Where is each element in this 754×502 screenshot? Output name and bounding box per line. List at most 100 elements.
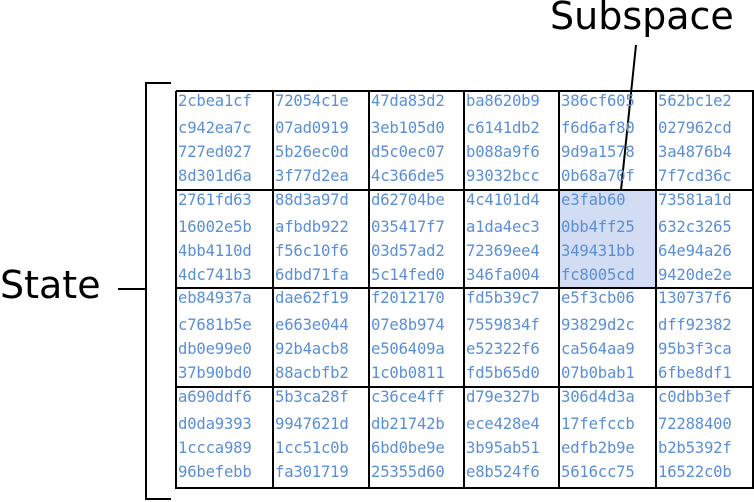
hex-value: 4dc741b3 (178, 266, 252, 284)
hex-value: 95b3f3ca (658, 340, 732, 358)
grid-horizontal-line (176, 487, 754, 489)
hex-value: 7559834f (466, 316, 540, 334)
hex-value: c6141db2 (466, 119, 540, 137)
hex-value: 6dbd71fa (275, 266, 349, 284)
hex-value: c7681b5e (178, 316, 252, 334)
hex-value: 96befebb (178, 463, 252, 481)
hex-value: 37b90bd0 (178, 364, 252, 382)
hex-value: 1c0b0811 (371, 364, 445, 382)
hex-value: 2cbea1cf (178, 92, 252, 110)
hex-value: 9420de2e (658, 266, 732, 284)
hex-value: fc8005cd (561, 266, 635, 284)
hex-value: 4bb4110d (178, 242, 252, 260)
grid-cell: 386cf605 f6d6af80 9d9a1578 0b68a70f (559, 91, 656, 190)
hex-value: 92b4acb8 (275, 340, 349, 358)
hex-value: f6d6af80 (561, 119, 635, 137)
grid-cell: fd5b39c7 7559834f e52322f6 fd5b65d0 (464, 288, 559, 387)
hex-value: 9947621d (275, 415, 349, 433)
hex-value: e5f3cb06 (561, 289, 635, 307)
hex-value: ece428e4 (466, 415, 540, 433)
grid-horizontal-line (176, 189, 754, 191)
hex-value: 035417f7 (371, 218, 445, 236)
hex-value: d5c0ec07 (371, 143, 445, 161)
hex-value: 562bc1e2 (658, 92, 732, 110)
hex-value: 16002e5b (178, 218, 252, 236)
hex-value: 0bb4ff25 (561, 218, 635, 236)
hex-value: 72369ee4 (466, 242, 540, 260)
hex-value: 16522c0b (658, 463, 732, 481)
grid-cell: 5b3ca28f 9947621d 1cc51c0b fa301719 (273, 387, 369, 489)
hex-value: dff92382 (658, 316, 732, 334)
grid-vertical-line (558, 91, 560, 489)
hex-value: 4c4101d4 (466, 191, 540, 209)
hex-value: 17fefccb (561, 415, 635, 433)
hex-value: dae62f19 (275, 289, 349, 307)
hex-value: fd5b39c7 (466, 289, 540, 307)
hex-value: f56c10f6 (275, 242, 349, 260)
hex-value: 93032bcc (466, 167, 540, 185)
grid-vertical-line (368, 91, 370, 489)
hex-value: 130737f6 (658, 289, 732, 307)
hex-value: 9d9a1578 (561, 143, 635, 161)
hex-value: 306d4d3a (561, 388, 635, 406)
hex-value: 88acbfb2 (275, 364, 349, 382)
grid-vertical-line (655, 91, 657, 489)
hex-value: afbdb922 (275, 218, 349, 236)
hex-value: 8d301d6a (178, 167, 252, 185)
hex-value: c942ea7c (178, 119, 252, 137)
hex-value: 3eb105d0 (371, 119, 445, 137)
hex-value: eb84937a (178, 289, 252, 307)
hex-value: 25355d60 (371, 463, 445, 481)
hex-value: 5b26ec0d (275, 143, 349, 161)
grid-vertical-line (272, 91, 274, 489)
hex-value: ba8620b9 (466, 92, 540, 110)
grid-vertical-line (175, 91, 177, 489)
hex-value: 5b3ca28f (275, 388, 349, 406)
grid-vertical-line (752, 91, 754, 489)
hex-value: 07ad0919 (275, 119, 349, 137)
hex-value: 07e8b974 (371, 316, 445, 334)
hex-value: e52322f6 (466, 340, 540, 358)
subspace-label: Subspace (550, 0, 734, 38)
hex-value: 7f7cd36c (658, 167, 732, 185)
hex-value: 07b0bab1 (561, 364, 635, 382)
hex-value: 349431bb (561, 242, 635, 260)
hex-value: 386cf605 (561, 92, 635, 110)
grid-horizontal-line (176, 90, 754, 92)
hex-value: b2b5392f (658, 439, 732, 457)
hex-value: fa301719 (275, 463, 349, 481)
hex-value: fd5b65d0 (466, 364, 540, 382)
hex-value: a1da4ec3 (466, 218, 540, 236)
grid-vertical-line (463, 91, 465, 489)
hex-value: 0b68a70f (561, 167, 635, 185)
hex-value: 1ccca989 (178, 439, 252, 457)
hex-value: 3a4876b4 (658, 143, 732, 161)
hex-value: 5616cc75 (561, 463, 635, 481)
state-label: State (0, 263, 101, 307)
hex-value: 93829d2c (561, 316, 635, 334)
hex-value: 72054c1e (275, 92, 349, 110)
hex-value: e506409a (371, 340, 445, 358)
hex-value: 64e94a26 (658, 242, 732, 260)
hex-value: 1cc51c0b (275, 439, 349, 457)
hex-value: 6bd0be9e (371, 439, 445, 457)
hex-value: 632c3265 (658, 218, 732, 236)
